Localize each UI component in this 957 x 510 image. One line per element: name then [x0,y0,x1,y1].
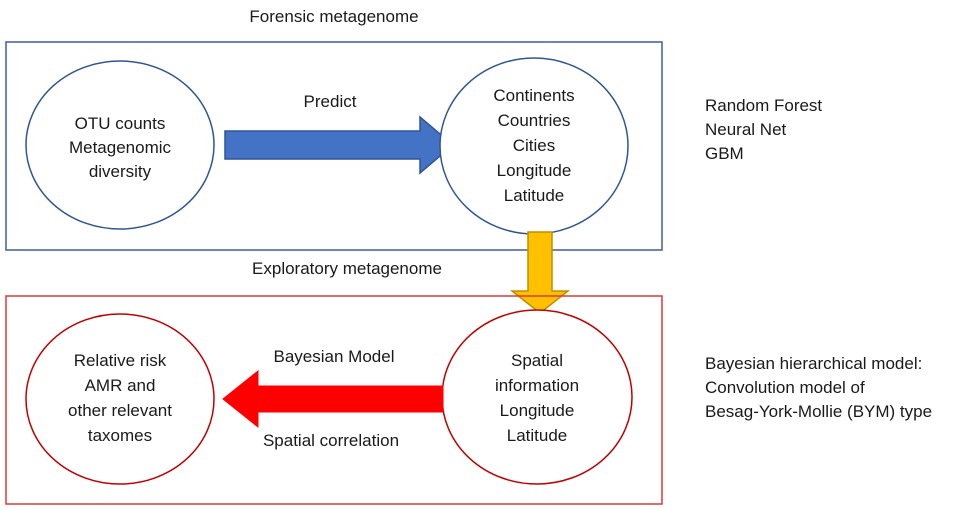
forensic-methods: Random Forest Neural Net GBM [705,94,822,166]
method-bayesian-hierarchical: Bayesian hierarchical model: [705,354,923,373]
down-arrow [509,231,571,314]
location-line-2: Countries [498,111,571,130]
exploratory-title: Exploratory metagenome [252,259,442,278]
exploratory-methods: Bayesian hierarchical model: Convolution… [705,352,932,424]
forensic-title: Forensic metagenome [249,7,418,26]
risk-line-3: other relevant [68,401,172,420]
method-random-forest: Random Forest [705,96,823,115]
forensic-box [5,41,663,251]
otu-ellipse [25,60,215,230]
risk-line-4: taxomes [88,426,152,445]
otu-line-1: OTU counts [75,114,166,133]
location-line-1: Continents [493,86,574,105]
otu-line-3: diversity [89,162,152,181]
spatial-line-3: Longitude [500,401,575,420]
spatial-line-4: Latitude [507,426,568,445]
risk-line-1: Relative risk [74,351,167,370]
bayesian-model-label: Bayesian Model [274,347,395,366]
predict-arrow [224,115,455,175]
spatial-correlation-label: Spatial correlation [263,431,399,450]
bayesian-arrow [222,369,444,429]
method-bym: Besag-York-Mollie (BYM) type [705,402,933,421]
exploratory-box [5,295,663,505]
method-neural-net: Neural Net [705,120,787,139]
risk-line-2: AMR and [85,376,156,395]
risk-ellipse [25,313,215,485]
method-convolution: Convolution model of [705,378,865,397]
otu-ellipse-text: OTU counts Metagenomic diversity [69,114,172,181]
location-line-5: Latitude [504,186,565,205]
spatial-ellipse [441,309,633,485]
spatial-line-1: Spatial [511,351,563,370]
otu-line-2: Metagenomic [69,138,172,157]
spatial-line-2: information [495,376,579,395]
predict-label: Predict [304,92,357,111]
method-gbm: GBM [705,144,744,163]
location-line-3: Cities [513,136,556,155]
location-line-4: Longitude [497,161,572,180]
